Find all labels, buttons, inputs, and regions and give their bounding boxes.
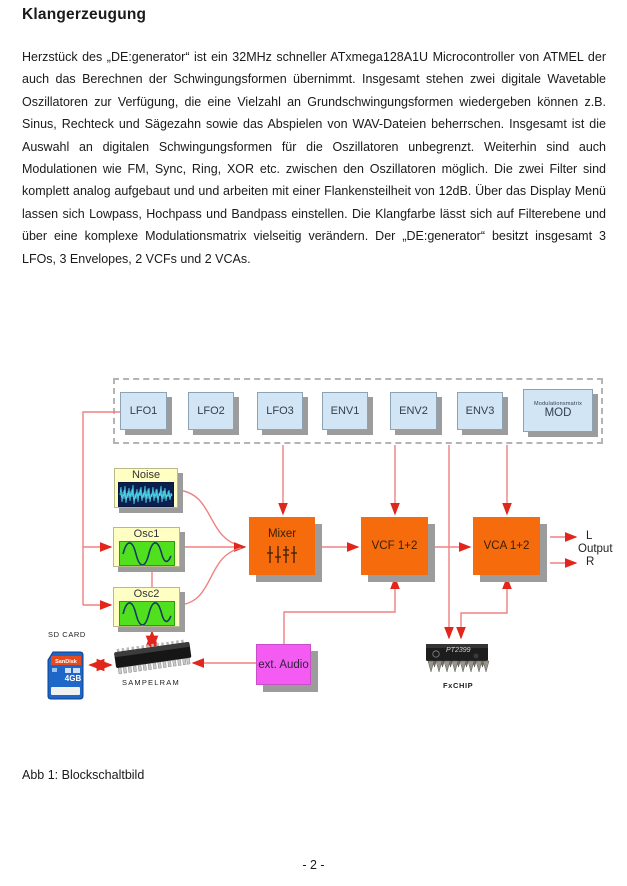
osc2-label: Osc2 — [133, 588, 160, 600]
page-number: - 2 - — [302, 858, 325, 872]
vca-label: VCA 1+2 — [483, 540, 530, 552]
mod-matrix-label: MOD — [544, 407, 572, 420]
module-label: ENV3 — [465, 405, 495, 417]
module-label: LFO3 — [266, 405, 294, 417]
ext-audio-label: ext. Audio — [258, 658, 309, 671]
module-lfo2: LFO2 — [188, 392, 234, 430]
module-label: ENV1 — [330, 405, 360, 417]
fx-chip-text: PT2399 — [446, 647, 471, 654]
osc1-label: Osc1 — [133, 528, 160, 540]
osc1-box: Osc1 — [113, 527, 180, 567]
vca-box: VCA 1+2 — [473, 517, 540, 575]
module-label: LFO2 — [197, 405, 225, 417]
module-lfo1: LFO1 — [120, 392, 167, 430]
block-diagram: LFO1 LFO2 LFO3 ENV1 ENV2 ENV3 Modulation… — [0, 370, 627, 710]
osc1-sine-image — [118, 541, 175, 566]
sample-ram-chip-image — [114, 639, 192, 675]
vcf-box: VCF 1+2 — [361, 517, 428, 575]
fx-chip-image: PT2399 — [426, 644, 490, 673]
module-env1: ENV1 — [322, 392, 368, 430]
module-mod-matrix: Modulationsmatrix MOD — [523, 389, 593, 432]
sample-ram-label: SAMPELRAM — [122, 678, 180, 687]
ext-audio-box: ext. Audio — [256, 644, 311, 685]
output-left-label: L — [586, 530, 593, 542]
noise-box: Noise — [114, 468, 178, 508]
output-right-label: R — [586, 556, 595, 568]
sd-brand-text: SanDisk — [55, 659, 78, 665]
fx-chip-label: FxCHIP — [443, 681, 474, 690]
output-label: Output — [578, 543, 613, 555]
module-lfo3: LFO3 — [257, 392, 303, 430]
page-title: Klangerzeugung — [22, 6, 147, 23]
osc2-sine-image — [118, 601, 175, 626]
module-env2: ENV2 — [390, 392, 437, 430]
module-label: LFO1 — [129, 405, 158, 417]
osc2-box: Osc2 — [113, 587, 180, 627]
module-label: ENV2 — [399, 405, 428, 417]
mixer-box: Mixer — [249, 517, 315, 575]
vcf-label: VCF 1+2 — [371, 540, 418, 552]
mixer-label: Mixer — [267, 527, 297, 540]
module-env3: ENV3 — [457, 392, 503, 430]
mixer-faders-icon — [267, 545, 297, 563]
noise-waveform-image — [118, 482, 174, 507]
noise-label: Noise — [131, 469, 161, 481]
sd-card-label: SD CARD — [48, 630, 86, 639]
sd-card-image: SanDisk 4GB — [47, 651, 84, 700]
diagram-wires — [82, 411, 578, 672]
body-paragraph: Herzstück des „DE:generator“ ist ein 32M… — [22, 50, 606, 266]
sd-capacity-text: 4GB — [65, 674, 82, 683]
mod-matrix-sublabel: Modulationsmatrix — [533, 401, 583, 408]
figure-caption: Abb 1: Blockschaltbild — [22, 768, 145, 782]
